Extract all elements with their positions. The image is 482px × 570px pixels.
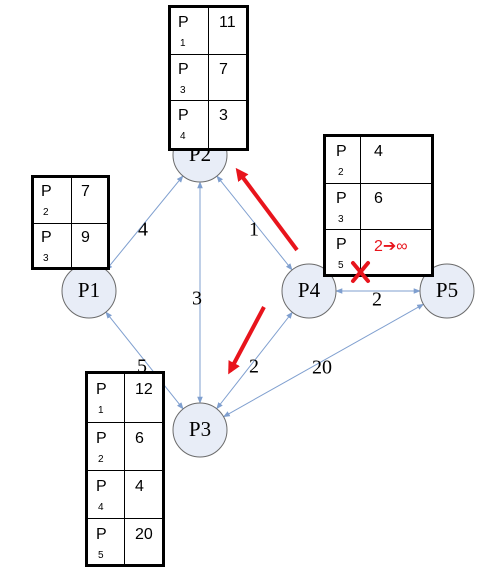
cost-value: 7 (219, 61, 228, 78)
cost-value: 7 (81, 183, 90, 200)
dest-subscript: 4 (98, 502, 104, 513)
column-divider (208, 8, 209, 148)
column-divider (71, 178, 72, 267)
dest-label: P (336, 143, 347, 160)
node-p1: P1 (61, 263, 117, 319)
node-p4: P4 (281, 263, 337, 319)
edge-weight-label: 20 (312, 357, 332, 379)
node-label: P3 (189, 417, 211, 441)
routing-table-p1: P 2 7 P 3 9 (31, 175, 110, 270)
dest-label: P (96, 381, 107, 398)
column-divider (360, 137, 361, 274)
dest-subscript: 3 (180, 85, 186, 96)
edge-weight-label: 4 (138, 219, 148, 241)
column-divider (124, 374, 125, 564)
edge-weight-label: 2 (372, 289, 382, 311)
cost-value: 6 (374, 190, 383, 207)
dest-subscript: 2 (43, 207, 49, 218)
node-label: P5 (436, 278, 458, 302)
dest-label: P (178, 61, 189, 78)
cost-value: 12 (135, 381, 153, 398)
node-p3: P3 (172, 402, 228, 458)
dest-label: P (96, 526, 107, 543)
dest-subscript: 5 (338, 260, 344, 271)
routing-table-p3: P 1 12 P 2 6 P 4 4 P 5 20 (85, 371, 165, 567)
updated-cost-value: 2➔∞ (374, 238, 408, 255)
table-row: P 2 6 (88, 422, 162, 471)
edge-weight-label: 5 (137, 356, 147, 378)
edge-weight-label: 1 (249, 219, 259, 241)
x-mark-icon (351, 261, 370, 283)
table-row: P 2 4 (326, 137, 431, 183)
dest-subscript: 5 (98, 550, 104, 561)
cost-value: 6 (135, 430, 144, 447)
dest-subscript: 4 (180, 131, 186, 142)
dest-subscript: 1 (98, 405, 104, 416)
cost-value: 20 (135, 526, 153, 543)
cost-value: 9 (81, 229, 90, 246)
table-row: P 1 12 (88, 374, 162, 422)
table-row: P 3 6 (326, 183, 431, 230)
edge-p2-p4 (216, 175, 293, 271)
update-arrow-to-p3 (228, 306, 266, 375)
node-p5: P5 (419, 263, 475, 319)
table-row: P 2 7 (34, 178, 107, 223)
dest-label: P (96, 478, 107, 495)
dest-label: P (336, 190, 347, 207)
dest-subscript: 3 (338, 214, 344, 225)
dest-subscript: 3 (43, 253, 49, 264)
dest-label: P (336, 236, 347, 253)
routing-table-p4: P 2 4 P 3 6 P 5 2➔∞ (323, 134, 434, 277)
edge-weight-label: 3 (192, 288, 202, 310)
dest-subscript: 2 (98, 454, 104, 465)
table-row: P 4 4 (88, 470, 162, 519)
cost-value: 11 (219, 14, 236, 31)
dest-label: P (178, 107, 189, 124)
dest-label: P (178, 14, 189, 31)
cost-value: 4 (135, 478, 144, 495)
dest-label: P (41, 183, 52, 200)
dest-subscript: 1 (180, 38, 186, 49)
dest-subscript: 2 (338, 167, 344, 178)
update-arrow-to-p2 (235, 167, 299, 252)
node-label: P1 (78, 278, 100, 302)
edge-p3-p5 (222, 303, 425, 418)
table-row: P 3 9 (34, 223, 107, 268)
table-row: P 1 11 (171, 8, 246, 54)
dest-label: P (96, 430, 107, 447)
table-row: P 5 2➔∞ (326, 229, 431, 275)
edge-p1-p2 (105, 175, 184, 271)
cost-value: 3 (219, 107, 228, 124)
dest-label: P (41, 229, 52, 246)
node-label: P4 (298, 278, 321, 302)
edge-p1-p3 (105, 311, 184, 410)
routing-table-p2: P 1 11 P 3 7 P 4 3 (168, 5, 249, 151)
table-row: P 5 20 (88, 518, 162, 565)
cost-value: 4 (374, 143, 383, 160)
